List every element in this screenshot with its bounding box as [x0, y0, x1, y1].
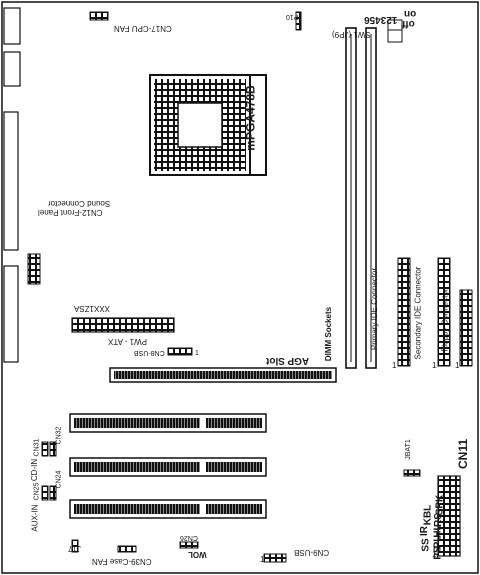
cn8-usb-header [167, 347, 193, 356]
jp10-label: JP10 [286, 13, 302, 20]
cpu-socket-label: mPGA478B [243, 85, 258, 151]
j17-jumper [71, 539, 79, 553]
jp9-switch [387, 19, 403, 43]
cn26-label: CN26 [180, 534, 198, 541]
secondary-ide-label: Secondary IDE Connector [413, 266, 423, 360]
aux-in-label: AUX-IN [30, 504, 40, 532]
ss-label: SS [420, 538, 432, 552]
floppy-pin1: 1 [455, 361, 460, 370]
io-port-top [3, 7, 21, 45]
cd-in-label: CD-IN [30, 458, 40, 482]
ir-label: IR [419, 526, 430, 536]
kbl-label: KBL [422, 504, 434, 526]
cn12-label-line1: CN12-Front Panel [38, 208, 103, 217]
primary-ide-label: Primary IDE Connector [370, 267, 380, 351]
j17-label: J17 [68, 544, 81, 553]
cn8-label: CN8-USB [134, 349, 165, 356]
cpu-fan-header [89, 11, 109, 21]
io-port-parallel [3, 111, 19, 251]
cn24-header [49, 485, 57, 501]
cn31-label: CN31 [33, 438, 41, 457]
floppy-label: Floppy Connector [440, 288, 450, 352]
cn31-header [41, 441, 49, 457]
cn24-label: CN24 [55, 470, 63, 489]
wol-label: WOL [188, 550, 207, 559]
secondary-ide-connector [437, 257, 451, 367]
cn9-label: CN9-USB [294, 548, 330, 557]
wol-header [179, 541, 199, 549]
floppy-connector [459, 289, 473, 367]
cn9-pin1: 1 [260, 555, 265, 564]
cpu-socket-lever [249, 74, 267, 176]
cn11-label: CN11 [456, 438, 471, 470]
atx-label: PW1 - ATX [108, 337, 147, 346]
cn11-pin1: 1 [432, 550, 437, 559]
jp9-on-label: on [404, 8, 417, 19]
ide1-pin1: 1 [392, 361, 397, 370]
primary-ide-connector [397, 257, 411, 367]
io-port-serial [3, 265, 19, 363]
cn12-label-line2: Sound Connector [48, 199, 111, 208]
jp9-off-label: off [402, 18, 415, 29]
jp10-jumper [295, 11, 302, 31]
jp9-name-label: SW1 (JP9) [332, 30, 371, 39]
cn9-usb-header [263, 553, 287, 563]
dimm-label: DIMM Sockets [324, 306, 334, 362]
cn8-pin1: 1 [195, 350, 199, 357]
cn17-label: CN17-CPU FAN [114, 24, 172, 33]
cn32-header [49, 441, 57, 457]
atx-sublabel: XXX1ZSA [74, 304, 111, 313]
jbat1-label: JBAT1 [404, 439, 412, 460]
jp9-numbers: 123456 [364, 14, 398, 25]
case-fan-label: CN39-Case FAN [92, 557, 152, 566]
cn25-label: CN25 [33, 482, 41, 501]
cn25-header [41, 485, 49, 501]
cn11-front-panel-header [437, 475, 461, 557]
cn32-label: CN32 [55, 426, 63, 445]
ide2-pin1: 1 [432, 361, 437, 370]
io-port-ps2 [3, 51, 21, 87]
agp-slot-label: AGP Slot [266, 355, 310, 366]
atx-power-connector [71, 317, 175, 333]
case-fan-header [117, 545, 137, 553]
jbat1-jumper [403, 469, 421, 477]
front-panel-sound-header [27, 253, 41, 285]
